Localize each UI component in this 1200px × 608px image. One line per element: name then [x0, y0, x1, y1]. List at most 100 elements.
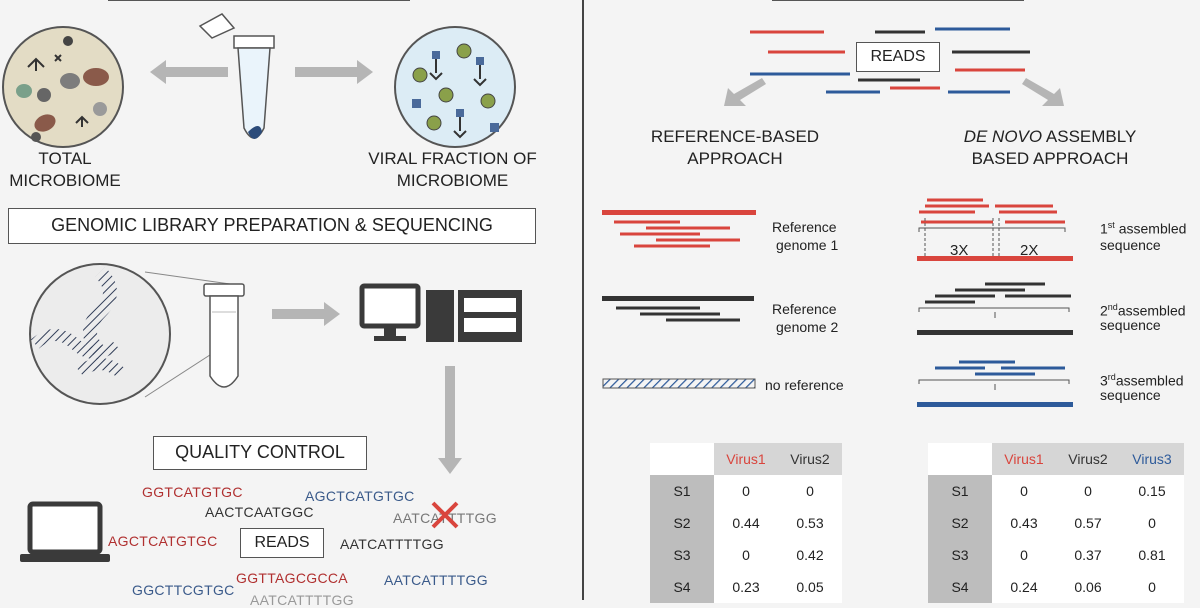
cov-3x: 3X: [950, 242, 969, 259]
seq-5: AGCTCATGTGC: [108, 533, 218, 549]
library-title: GENOMIC LIBRARY PREPARATION & SEQUENCING: [51, 215, 493, 235]
table1-row-label: S1: [650, 475, 714, 507]
rejected-cross-icon: [431, 501, 459, 529]
ref-genome-2-label-a: Reference: [772, 301, 837, 317]
asm-1-word: assembled: [1118, 220, 1187, 237]
reads-label-left: READS: [254, 534, 310, 551]
asm-2-label: 2ndassembled: [1100, 298, 1186, 320]
viral-label-line1: VIRAL FRACTION OF: [368, 149, 537, 168]
ref-genome-1-alignment: [602, 210, 756, 248]
table1-cell: 0.44: [714, 507, 778, 539]
viral-fraction-dish: [394, 26, 516, 148]
ref-title-line1: REFERENCE-BASED: [650, 127, 820, 146]
table2-corner: [928, 443, 992, 475]
total-label-line1: TOTAL: [38, 149, 92, 168]
table2-cell: 0.06: [1056, 571, 1120, 603]
reads-box-left: [240, 528, 324, 558]
table1-cell: 0: [714, 539, 778, 571]
ref-title-line2: APPROACH: [687, 149, 783, 168]
asm-2-word: assembled: [1117, 302, 1186, 319]
table2-cell: 0.15: [1120, 475, 1184, 507]
denovo-title-line1: DE NOVO ASSEMBLY: [930, 126, 1170, 148]
table1-row-label: S3: [650, 539, 714, 571]
top-right-title-box: [772, 0, 1024, 1]
table2-cell: 0: [992, 539, 1056, 571]
top-left-title-box: [108, 0, 410, 1]
reads-scatter: [750, 27, 1030, 94]
arrow-to-sequencer-icon: [272, 302, 340, 326]
table1-header-virus2: Virus2: [778, 443, 842, 475]
asm-3-seq: sequence: [1100, 387, 1161, 403]
seq-8: AATCATTTTGG: [384, 572, 488, 588]
seq-2: AGCTCATGTGC: [305, 488, 415, 504]
asm-1-seq: sequence: [1100, 237, 1161, 253]
reference-abundance-table: Virus1 Virus2 S1 0 0 S2 0.44 0.53 S3 0 0…: [650, 443, 842, 603]
cov-2x: 2X: [1020, 242, 1039, 259]
table2-row-label: S1: [928, 475, 992, 507]
no-reference-label: no reference: [765, 377, 844, 393]
arrow-to-denovo-icon: [1022, 78, 1064, 106]
denovo-abundance-table: Virus1 Virus2 Virus3 S1 0 0 0.15 S2 0.43…: [928, 443, 1184, 603]
table2-cell: 0: [1120, 507, 1184, 539]
asm-3-word: assembled: [1115, 372, 1184, 389]
asm-1-sup: st: [1107, 220, 1115, 230]
library-tube-icon: [203, 283, 245, 388]
asm-3-num: 3: [1100, 372, 1108, 389]
no-reference-bar: [602, 378, 756, 389]
asm-2-num: 2: [1100, 302, 1108, 319]
table1-cell: 0: [714, 475, 778, 507]
asm-3-label: 3rdassembled: [1100, 368, 1184, 390]
table1-header-virus1: Virus1: [714, 443, 778, 475]
reads-box-right: [856, 42, 940, 72]
panel-divider: [582, 0, 584, 600]
table2-cell: 0: [1056, 475, 1120, 507]
table1-row-label: S2: [650, 507, 714, 539]
table2-cell: 0.43: [992, 507, 1056, 539]
seq-7: GGTTAGCGCCA: [236, 570, 348, 586]
table2-cell: 0.57: [1056, 507, 1120, 539]
seq-1: GGTCATGTGC: [142, 484, 243, 500]
total-label-line2: MICROBIOME: [9, 171, 121, 190]
table1-cell: 0: [778, 475, 842, 507]
arrow-left-icon: [150, 60, 228, 84]
library-title-box: [8, 208, 536, 244]
table2-row-label: S3: [928, 539, 992, 571]
table2-header-virus1: Virus1: [992, 443, 1056, 475]
denovo-rest: ASSEMBLY: [1042, 127, 1137, 146]
table2-header-virus3: Virus3: [1120, 443, 1184, 475]
table1-cell: 0.42: [778, 539, 842, 571]
asm-1-num: 1: [1100, 220, 1108, 237]
asm-2-sup: nd: [1107, 302, 1118, 312]
table2-cell: 0.37: [1056, 539, 1120, 571]
asm-1-label: 1st assembled: [1100, 216, 1186, 238]
table1-row-label: S4: [650, 571, 714, 603]
table1-cell: 0.05: [778, 571, 842, 603]
asm-3-sup: rd: [1107, 372, 1116, 382]
arrow-to-reference-icon: [724, 78, 766, 106]
assembled-seq-1: [917, 198, 1073, 261]
ref-genome-2-alignment: [602, 296, 754, 322]
table2-row-label: S4: [928, 571, 992, 603]
seq-3: AACTCAATGGC: [205, 504, 314, 520]
table2-row-label: S2: [928, 507, 992, 539]
table2-cell: 0.81: [1120, 539, 1184, 571]
table2-header-virus2: Virus2: [1056, 443, 1120, 475]
table2-cell: 0: [992, 475, 1056, 507]
ref-genome-2-label-b: genome 2: [776, 319, 839, 335]
total-microbiome-dish: [2, 26, 124, 148]
seq-10: AATCATTTTGG: [250, 592, 354, 608]
sequencer-computer-icon: [359, 283, 522, 342]
laptop-icon: [20, 501, 110, 562]
seq-9: GGCTTCGTGC: [132, 582, 235, 598]
dna-zoom-circle: [29, 263, 231, 405]
ref-genome-1-label-b: genome 1: [776, 237, 839, 253]
viral-label-line2: MICROBIOME: [396, 171, 509, 190]
qc-title-box: [153, 436, 367, 470]
assembled-seq-3: [917, 360, 1073, 407]
arrow-right-icon: [295, 60, 373, 84]
asm-2-seq: sequence: [1100, 317, 1161, 333]
table1-cell: 0.23: [714, 571, 778, 603]
seq-6: AATCATTTTGG: [340, 536, 444, 552]
table1-cell: 0.53: [778, 507, 842, 539]
assembled-seq-2: [917, 282, 1073, 335]
